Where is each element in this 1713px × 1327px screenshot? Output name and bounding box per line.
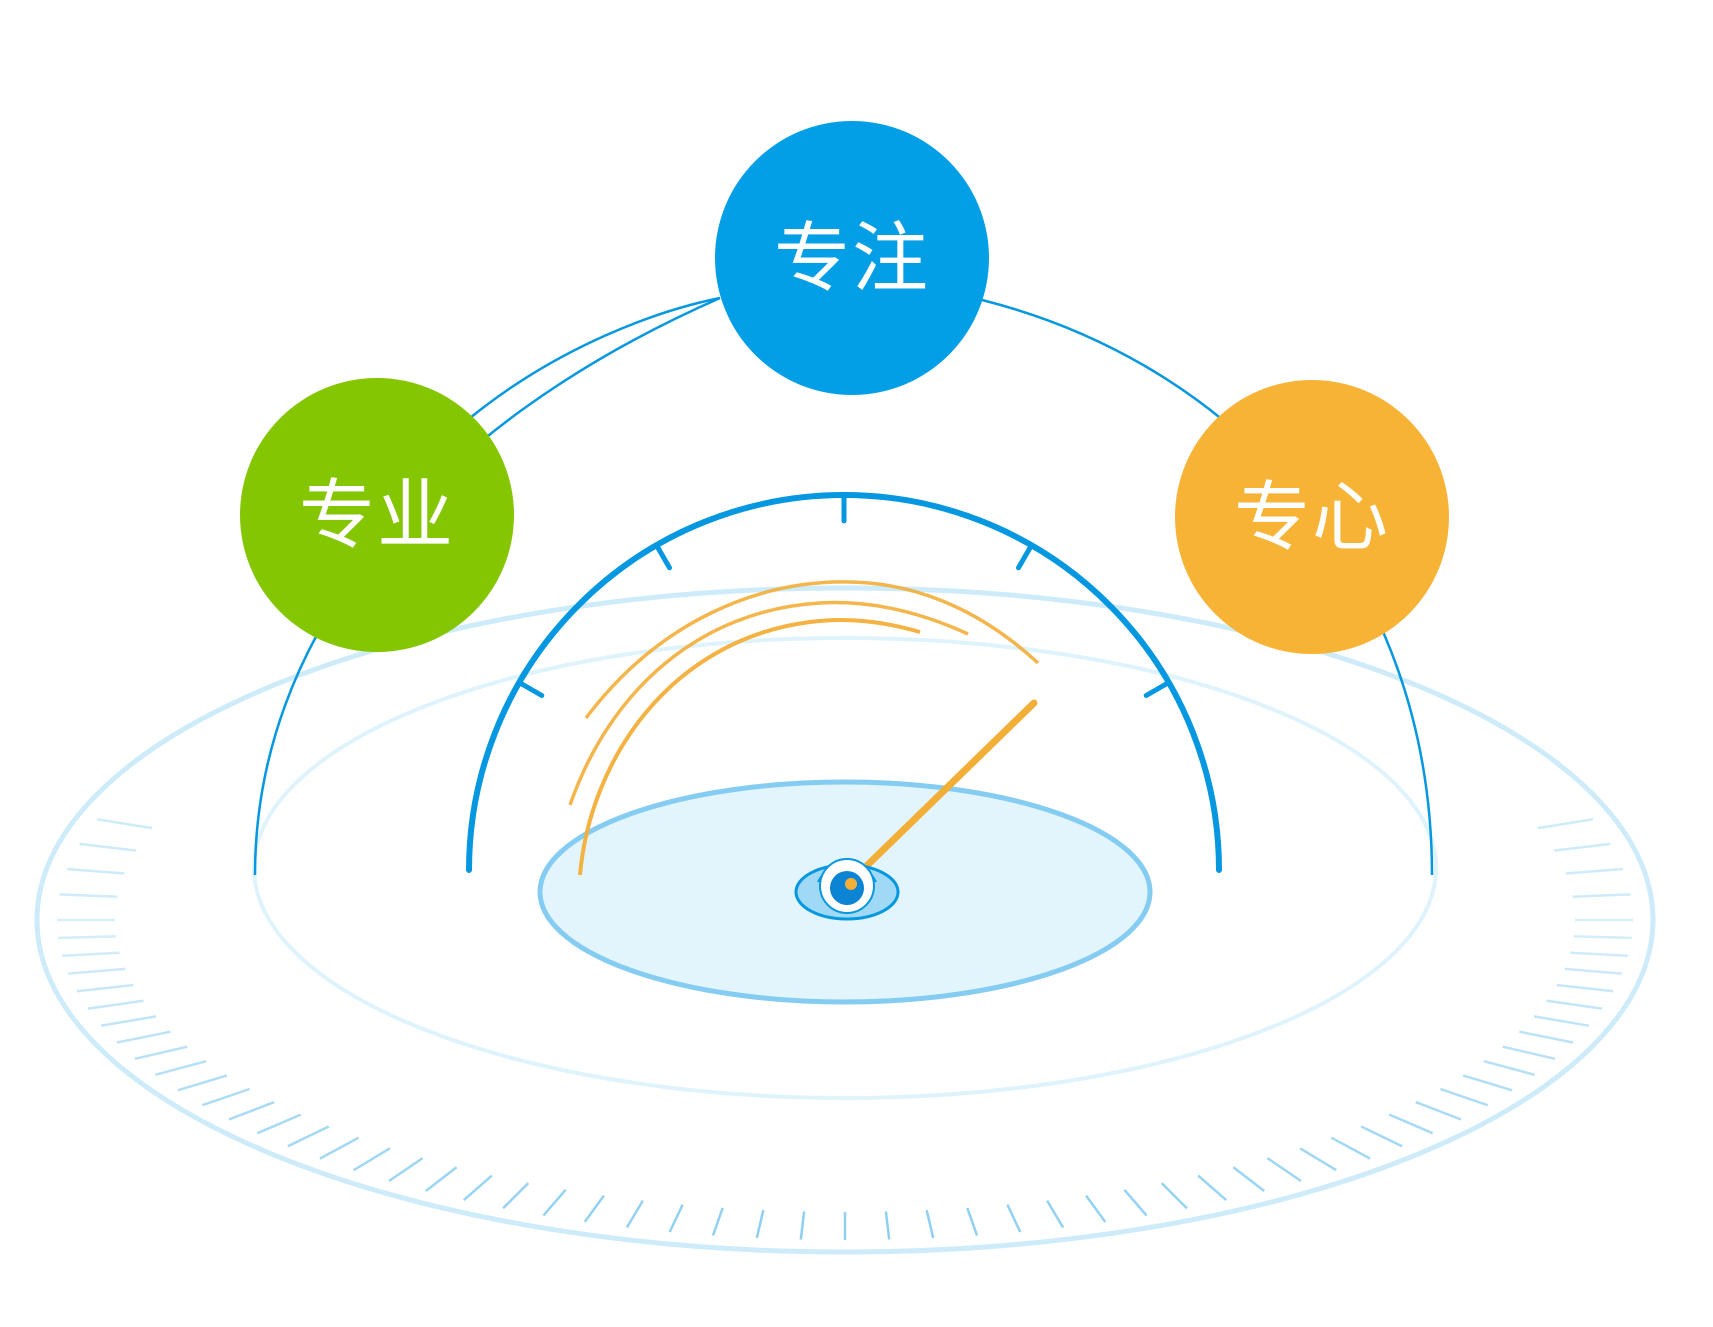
motion-arc-outer [584,580,1040,720]
outer-ring-tick [1046,1199,1065,1229]
outer-ring-tick [1415,1100,1462,1121]
outer-ring-tick [1483,1059,1536,1077]
outer-ring-tick [1360,1125,1403,1148]
outer-ring-tick [61,951,120,958]
outer-ring-tick [1388,1113,1434,1135]
outer-ring-tick [925,1209,935,1239]
outer-ring-tick [1160,1182,1188,1210]
circle-professional-bg [240,378,514,652]
eye-icon [794,858,900,921]
gauge-needle [844,699,1038,888]
outer-ring-tick [1565,867,1623,875]
outer-ring-tick [1570,951,1629,958]
outer-ring-tick [1553,842,1611,852]
outer-ring-tick [583,1194,605,1223]
outer-ring-tick [67,867,125,875]
gauge-tick [1016,542,1034,571]
outer-ring-tick [177,1074,228,1092]
outer-ring-tick [96,818,153,830]
outer-ring-tick [799,1211,806,1240]
outer-ring-tick [201,1087,251,1107]
outer-ring-tick [462,1174,493,1202]
outer-ring-tick [228,1100,275,1121]
outer-ring-tick [502,1182,530,1210]
outer-ring-tick [1546,999,1603,1010]
outer-ring-tick [425,1166,458,1192]
outer-ring-tick [1556,983,1614,993]
outer-connecting-arc-top [469,296,721,419]
outer-ring-tick [1564,967,1623,975]
gauge-dome [466,492,1222,873]
outer-ring-tick [1537,818,1594,830]
outer-ring-tick [1006,1204,1022,1233]
value-circle-professional: 专业 [240,378,514,652]
outer-ring-tick [256,1113,302,1135]
outer-ring-tick [1123,1188,1148,1217]
outer-ring-tick [711,1207,724,1236]
gauge-tick [1143,680,1172,698]
outer-ring-tick [353,1147,391,1172]
motion-arc-inner [578,618,921,876]
outer-ring-tick [1232,1166,1265,1192]
motion-arc-middle [568,600,969,806]
outer-ring-tick [116,1030,171,1044]
outer-ring-tick [58,935,117,940]
circle-focus-label: 专注 [774,214,930,303]
outer-base-ring [34,585,1656,1255]
circle-focus-bg [715,121,989,395]
gauge-tick [516,680,545,698]
outer-ring-tick [59,893,118,898]
outer-ring-tick [1519,1030,1574,1044]
outer-ring-tick [79,842,137,852]
value-circle-dedication: 专心 [1175,380,1449,654]
outer-ring-tick [884,1211,891,1240]
outer-ring-tick [87,999,144,1010]
outer-ring-tick [1502,1045,1556,1061]
outer-ring-tick [1085,1194,1107,1223]
gauge-ticks [516,492,1172,698]
outer-ring-ellipse [34,585,1656,1255]
outer-ring-tick [1462,1074,1513,1092]
outer-ring-tick [1299,1147,1337,1172]
value-circle-focus: 专注 [715,121,989,395]
outer-ring-tick [1533,1015,1590,1027]
outer-ring-tick [319,1136,360,1160]
outer-ring-tick [1266,1157,1302,1183]
outer-ring-tick [542,1188,567,1217]
outer-ring-tick [388,1157,424,1183]
outer-ring-tick [1197,1174,1228,1202]
outer-ring-tick [1573,935,1632,940]
outer-ring-tick [966,1207,979,1236]
outer-ring-tick [100,1015,157,1027]
gauge-tick [654,542,672,571]
outer-ring-tick [67,967,126,975]
circle-professional-label: 专业 [299,471,455,560]
outer-ring-tick [625,1199,644,1229]
outer-ring-tick [287,1125,330,1148]
outer-ring-tick [1330,1136,1371,1160]
outer-ring-ticks [57,818,1633,1240]
outer-ring-tick [1572,893,1631,898]
outer-ring-tick [76,983,134,993]
motion-arcs [568,580,1040,876]
outer-ring-tick [154,1059,207,1077]
outer-ring-tick [668,1204,684,1233]
outer-ring-tick [755,1209,765,1239]
needle-pivot [845,878,857,890]
outer-ring-tick [134,1045,188,1061]
circle-dedication-bg [1175,380,1449,654]
circle-dedication-label: 专心 [1234,473,1390,562]
outer-ring-tick [1439,1087,1489,1107]
